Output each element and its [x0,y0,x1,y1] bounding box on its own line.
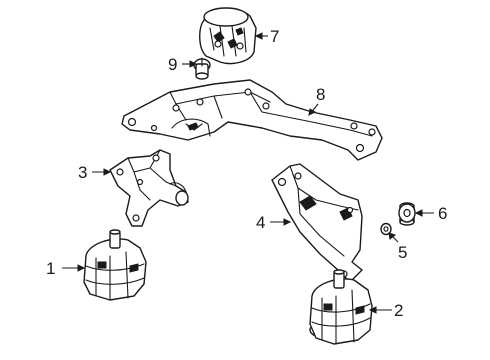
callout-9: 9 [168,55,177,74]
callout-labels: 1 2 3 4 5 6 7 8 9 [46,27,447,320]
engine-mount-bracket-right [271,163,363,283]
large-bushing [398,202,416,226]
engine-mount-bracket-left [109,149,189,227]
leader-lines [62,32,434,314]
callout-4: 4 [256,213,265,232]
callout-1: 1 [46,259,55,278]
transmission-crossmember [121,79,383,161]
callout-2: 2 [394,301,403,320]
callout-7: 7 [270,27,279,46]
callout-3: 3 [78,163,87,182]
small-bushing [380,222,392,236]
callout-6: 6 [438,204,447,223]
mount-bolt [193,57,211,80]
engine-mount-left [83,229,147,301]
callout-5: 5 [398,243,407,262]
transmission-mount [199,7,257,65]
engine-mount-right [309,269,373,345]
callout-8: 8 [316,85,325,104]
